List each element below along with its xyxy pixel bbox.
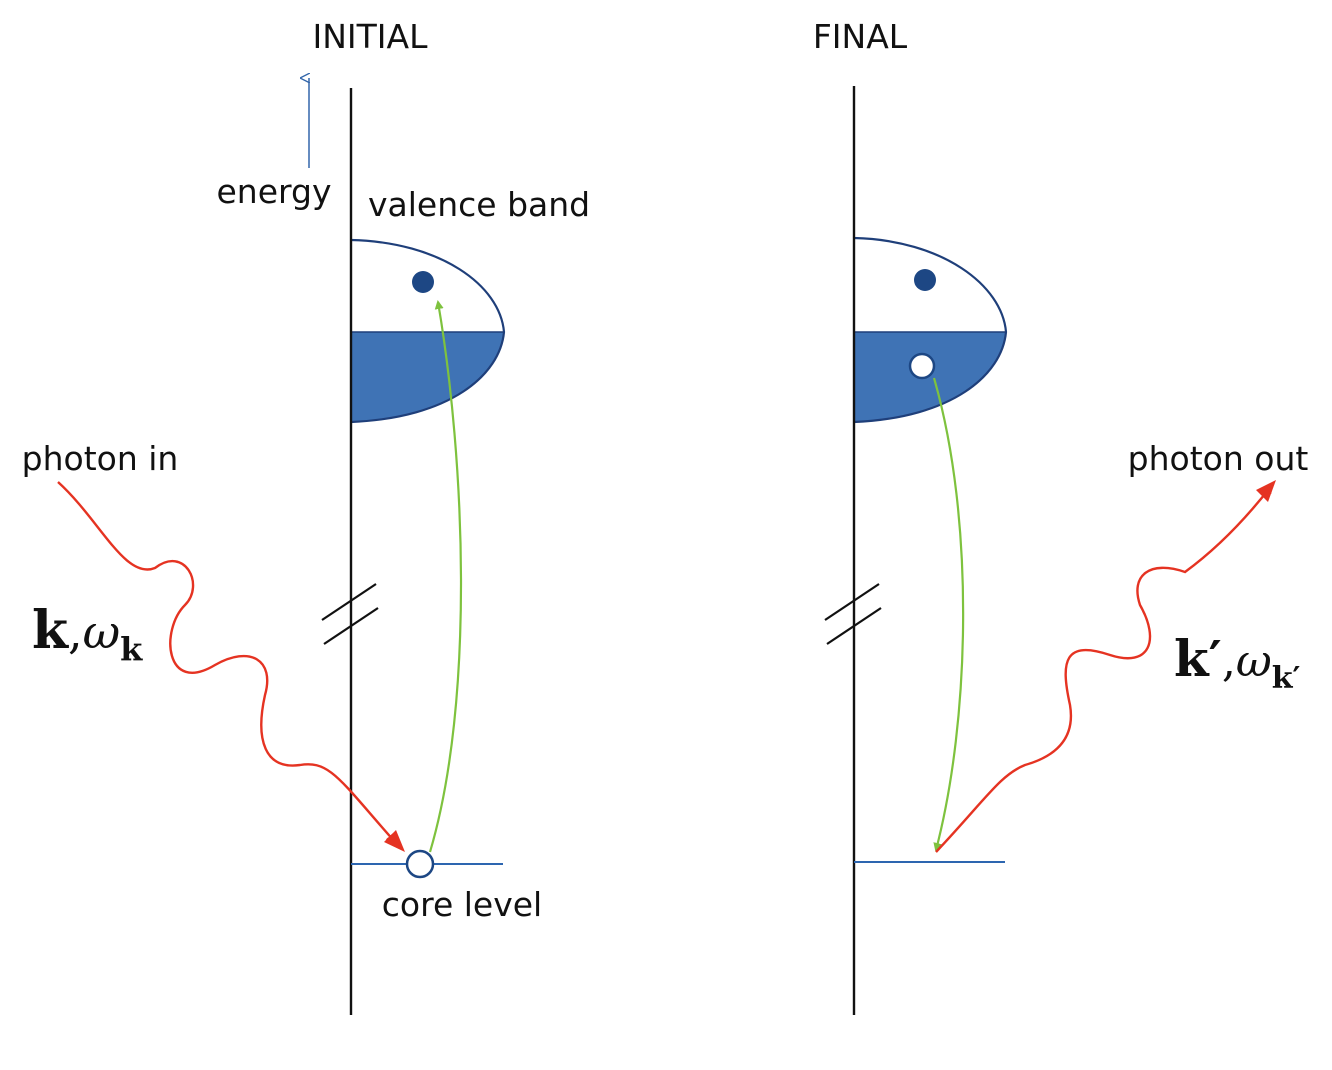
initial-title: INITIAL [312,17,428,56]
final-panel: FINAL photon out k′,ωk′ [813,17,1309,1015]
excited-electron [412,271,434,293]
final-excited-electron [914,269,936,291]
final-axis-break [824,583,882,645]
initial-axis-break [321,583,379,645]
core-hole [405,849,435,879]
valence-band-filled [351,332,504,422]
energy-label: energy [217,172,332,211]
valence-hole [908,352,936,380]
photon-out-wave [935,483,1274,853]
initial-panel: INITIAL energy valence band core level p… [22,17,590,1015]
photon-in-wavevector-label: k,ωk [32,600,143,668]
valence-band-label: valence band [368,185,590,224]
photon-out-wavevector-label: k′,ωk′ [1174,629,1301,696]
photon-in-label: photon in [22,439,179,478]
photon-in-wave [57,481,397,844]
final-valence-band-filled [854,332,1006,422]
excitation-transition-arrow [428,300,463,853]
final-title: FINAL [813,17,908,56]
photon-out-arrowhead [1256,480,1276,502]
photon-out-label: photon out [1128,439,1309,478]
decay-transition-arrow [932,377,965,852]
photon-in-arrowhead [384,830,405,852]
core-level-label: core level [382,885,542,924]
